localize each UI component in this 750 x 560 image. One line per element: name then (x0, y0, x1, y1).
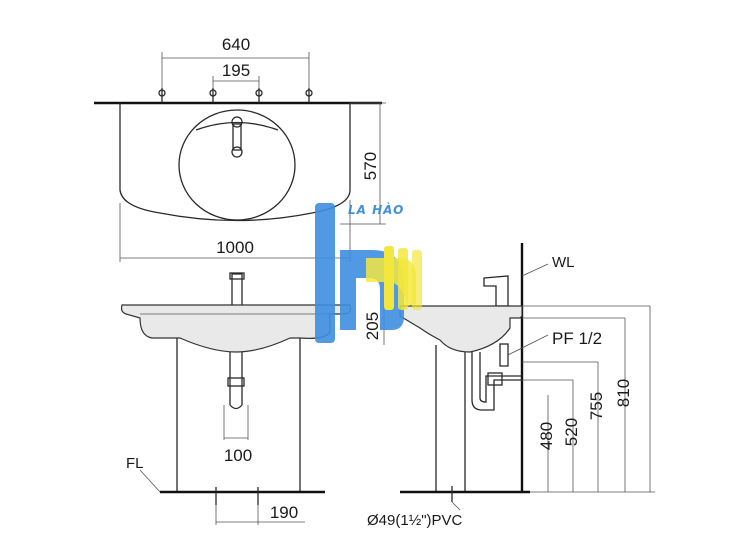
dim-570-label: 570 (361, 152, 380, 180)
logo-yellow-block (366, 258, 416, 306)
dim-810-label: 810 (614, 379, 633, 407)
trap-pipe (471, 352, 522, 411)
top-view: 640 195 570 1000 (94, 35, 386, 262)
dim-205-label: 205 (363, 312, 382, 340)
dim-755-label: 755 (587, 392, 606, 420)
dim-1000-label: 1000 (216, 238, 254, 257)
floor-label: FL (126, 455, 144, 472)
logo-bar-left (315, 203, 335, 343)
fixing-bolts (158, 88, 313, 103)
dim-195-label: 195 (222, 61, 250, 80)
pipe-label: Ø49(1½")PVC (367, 512, 463, 529)
logo-text: LA HÀO (348, 202, 404, 217)
fitting-label: PF 1/2 (552, 329, 602, 348)
dim-640-label: 640 (222, 35, 250, 54)
side-tap (483, 275, 509, 307)
side-view: WL Ø49(1½")PVC PF 1/2 205 480 (363, 243, 655, 529)
dim-100-label: 100 (224, 446, 252, 465)
bowl-outline (178, 109, 296, 221)
side-counter (399, 305, 523, 353)
wall-label: WL (552, 254, 575, 271)
dim-520-label: 520 (562, 418, 581, 446)
watermark-logo: LA HÀO (315, 202, 422, 343)
basin-top-outline (119, 103, 351, 222)
tap-hole (231, 116, 243, 128)
dim-190-label: 190 (270, 503, 298, 522)
dim-480-label: 480 (537, 422, 556, 450)
